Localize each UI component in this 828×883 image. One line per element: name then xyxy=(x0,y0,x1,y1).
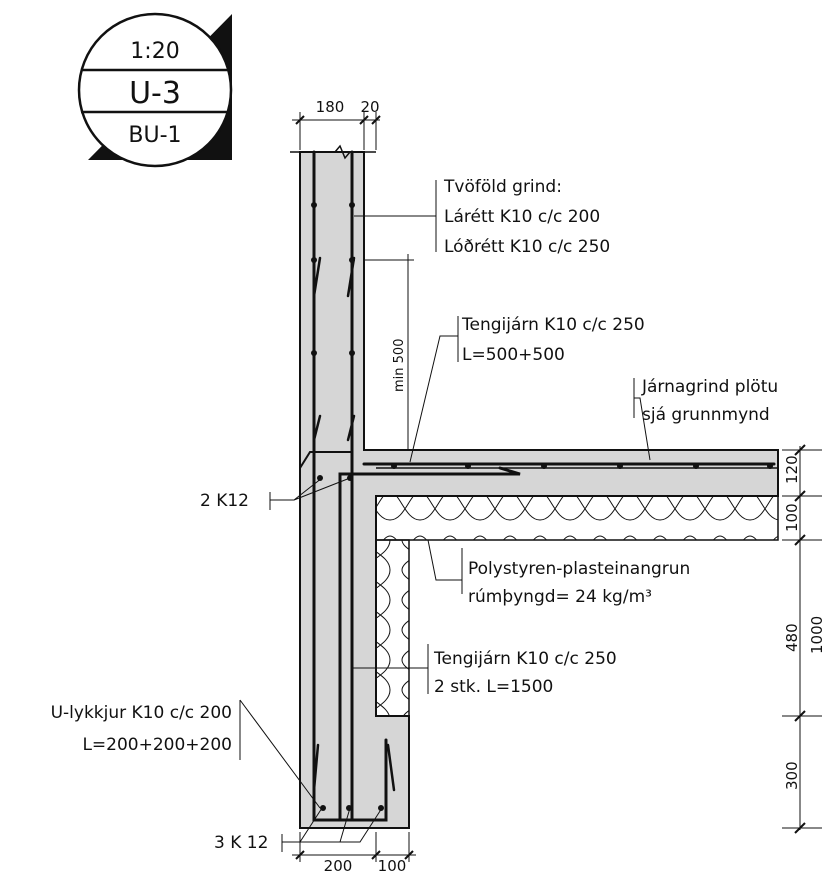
leaders xyxy=(239,180,651,852)
dim-100-right: 100 xyxy=(783,503,801,532)
dim-200: 200 xyxy=(324,857,353,875)
dim-min-500: min 500 xyxy=(392,339,407,392)
dim-120: 120 xyxy=(783,455,801,484)
dim-top xyxy=(292,112,381,150)
title-stamp: 1:20 U-3 BU-1 xyxy=(77,12,233,168)
label-grid-horizontal: Lárétt K10 c/c 200 xyxy=(444,207,600,227)
label-tie-top-2: L=500+500 xyxy=(462,345,565,365)
label-u-bars-2: L=200+200+200 xyxy=(82,735,232,755)
dim-180: 180 xyxy=(316,98,345,116)
label-insulation-2: rúmþyngd= 24 kg/m³ xyxy=(468,587,652,607)
label-tie-low-1: Tengijárn K10 c/c 250 xyxy=(433,649,617,669)
dim-bottom xyxy=(292,832,416,862)
insulation-horizontal xyxy=(375,495,779,541)
dim-1000: 1000 xyxy=(808,616,826,654)
label-slab-mesh-2: sjá grunnmynd xyxy=(642,405,770,425)
label-grid-title: Tvöföld grind: xyxy=(443,177,562,197)
stamp-ref: BU-1 xyxy=(128,123,181,148)
insulation-vertical xyxy=(375,539,410,717)
rebar xyxy=(299,150,776,822)
stamp-scale: 1:20 xyxy=(130,39,179,64)
label-tie-low-2: 2 stk. L=1500 xyxy=(434,677,553,697)
label-3k12: 3 K 12 xyxy=(214,833,268,853)
label-tie-top-1: Tengijárn K10 c/c 250 xyxy=(461,315,645,335)
label-u-bars-1: U-lykkjur K10 c/c 200 xyxy=(51,703,232,723)
dim-100-bottom: 100 xyxy=(378,857,407,875)
dim-300: 300 xyxy=(783,761,801,790)
label-slab-mesh-1: Járnagrind plötu xyxy=(641,377,778,397)
label-insulation-1: Polystyren-plasteinangrun xyxy=(468,559,690,579)
stamp-circle xyxy=(77,12,233,168)
dim-480: 480 xyxy=(783,623,801,652)
dim-right xyxy=(782,444,822,834)
dim-min500 xyxy=(364,254,414,450)
label-2k12: 2 K12 xyxy=(200,491,249,511)
label-grid-vertical: Lóðrétt K10 c/c 250 xyxy=(444,237,610,257)
stamp-code: U-3 xyxy=(129,76,181,111)
rebar-dots xyxy=(311,202,773,811)
dim-20: 20 xyxy=(360,98,379,116)
break-line xyxy=(290,144,376,160)
